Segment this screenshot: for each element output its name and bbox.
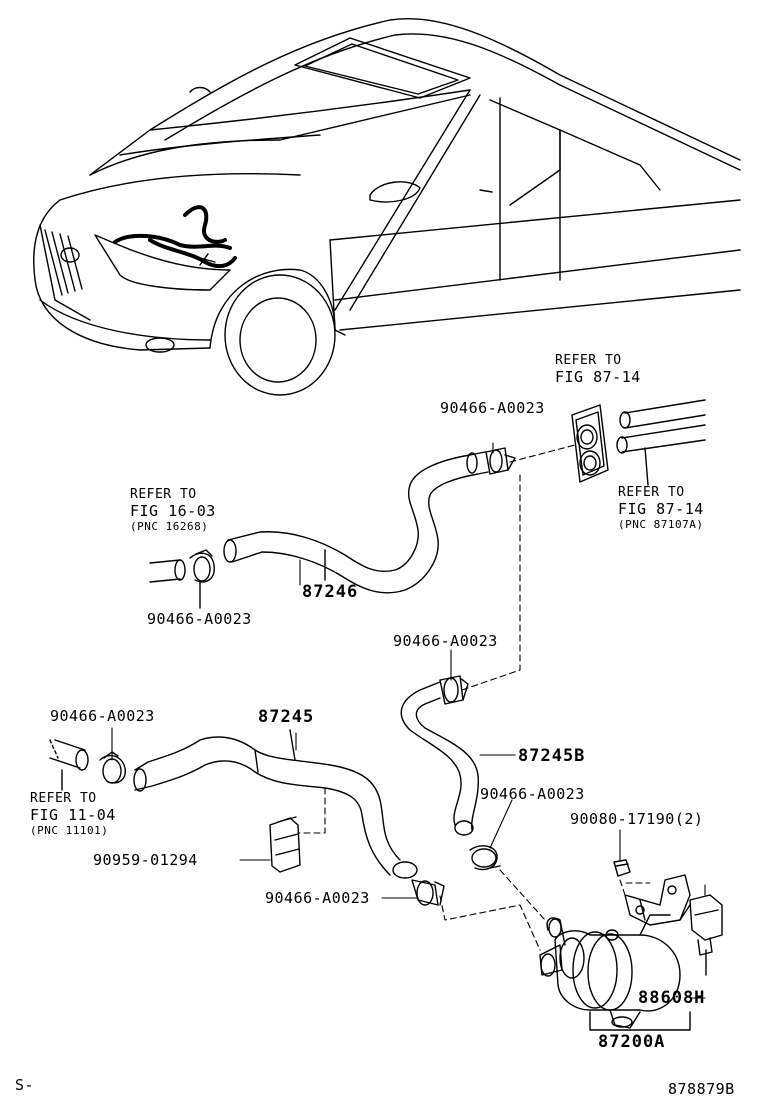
car-illustration — [33, 17, 741, 396]
ref-87-14-right-line1: REFER TO — [618, 485, 685, 500]
leader-lines — [297, 444, 651, 951]
ref-87-14-top-line2: FIG 87-14 — [555, 368, 641, 386]
label-leaders — [111, 442, 706, 999]
clamp-top-label: 90466-A0023 — [440, 399, 545, 417]
hose-87245-drawing — [133, 729, 445, 906]
ref-11-04-line3: (PNC 11101) — [30, 824, 109, 837]
ref-16-03-line3: (PNC 16268) — [130, 520, 209, 533]
clamp-mid-label: 90466-A0023 — [393, 632, 498, 650]
ref-11-04-line2: FIG 11-04 — [30, 806, 116, 824]
hose-87245b-drawing — [400, 675, 501, 871]
ref-87-14-right-line2: FIG 87-14 — [618, 500, 704, 518]
ref-11-04-line1: REFER TO — [30, 791, 97, 806]
pipe-16-03 — [149, 549, 215, 609]
clip-drawing — [269, 816, 301, 873]
clamp-left-hose-label: 90466-A0023 — [147, 610, 252, 628]
ref-87-14-top-line1: REFER TO — [555, 353, 622, 368]
connector-label: 88608H — [638, 988, 706, 1008]
clamp-left-label: 90466-A0023 — [50, 707, 155, 725]
ref-87-14-right-line3: (PNC 87107A) — [618, 518, 704, 531]
hose-87245-label: 87245 — [258, 707, 315, 727]
heater-core-flange — [571, 399, 706, 486]
diagram-number: 878879B — [668, 1080, 735, 1098]
pump-label: 87200A — [598, 1032, 666, 1052]
footer-left-code: S- — [15, 1076, 35, 1094]
pipe-11-04 — [49, 739, 126, 791]
bolt-label: 90080-17190(2) — [570, 810, 704, 828]
clamp-right-label: 90466-A0023 — [480, 785, 585, 803]
clip-label: 90959-01294 — [93, 851, 198, 869]
ref-16-03-line1: REFER TO — [130, 487, 197, 502]
pump-drawing — [539, 859, 723, 1031]
hose-87245b-label: 87245B — [518, 746, 586, 766]
clamp-bottom-label: 90466-A0023 — [265, 889, 370, 907]
hose-87246-drawing — [223, 447, 516, 594]
hose-87246-label: 87246 — [302, 582, 359, 602]
ref-16-03-line2: FIG 16-03 — [130, 502, 216, 520]
